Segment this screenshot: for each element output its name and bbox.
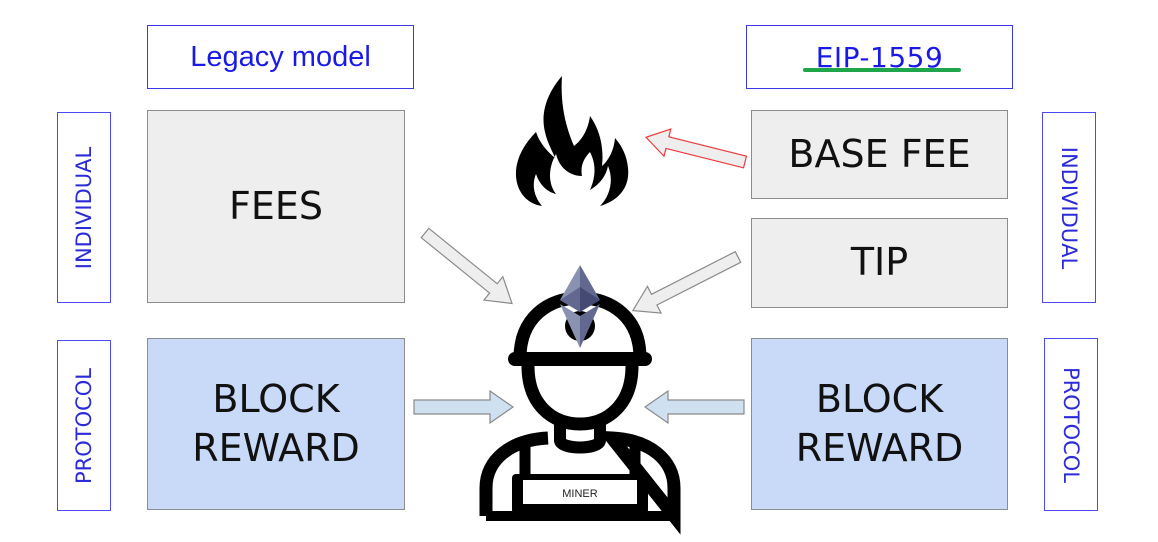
right-protocol-label: PROTOCOL: [1044, 338, 1098, 511]
eip-block-reward-text: BLOCK REWARD: [795, 376, 964, 470]
ethereum-icon: [560, 265, 600, 348]
legacy-model-header: Legacy model: [147, 25, 414, 89]
legacy-fees-box: FEES: [147, 110, 405, 303]
miner-badge-text: MINER: [562, 488, 598, 500]
fire-icon: [515, 76, 629, 206]
eip-tip-box: TIP: [751, 218, 1008, 308]
eip-base-fee-text: BASE FEE: [788, 131, 971, 176]
eip-reward-to-miner-arrow: [643, 389, 745, 425]
right-individual-label: INDIVIDUAL: [1042, 112, 1096, 303]
left-individual-label: INDIVIDUAL: [57, 112, 111, 303]
legacy-block-reward-text: BLOCK REWARD: [192, 376, 360, 470]
eip-tip-text: TIP: [850, 240, 909, 285]
legacy-reward-to-miner-arrow: [413, 389, 515, 425]
eip-base-fee-box: BASE FEE: [751, 110, 1008, 199]
tip-to-miner-arrow: [631, 250, 742, 314]
legacy-model-title: Legacy model: [190, 40, 371, 73]
green-highlight-underline: [803, 68, 961, 72]
base-fee-to-burn-arrow: [644, 128, 748, 169]
fees-to-miner-arrow: [420, 227, 513, 305]
legacy-fees-text: FEES: [229, 183, 323, 228]
eip-block-reward-box: BLOCK REWARD: [751, 338, 1008, 510]
left-protocol-label: PROTOCOL: [57, 340, 111, 511]
legacy-block-reward-box: BLOCK REWARD: [147, 338, 405, 510]
